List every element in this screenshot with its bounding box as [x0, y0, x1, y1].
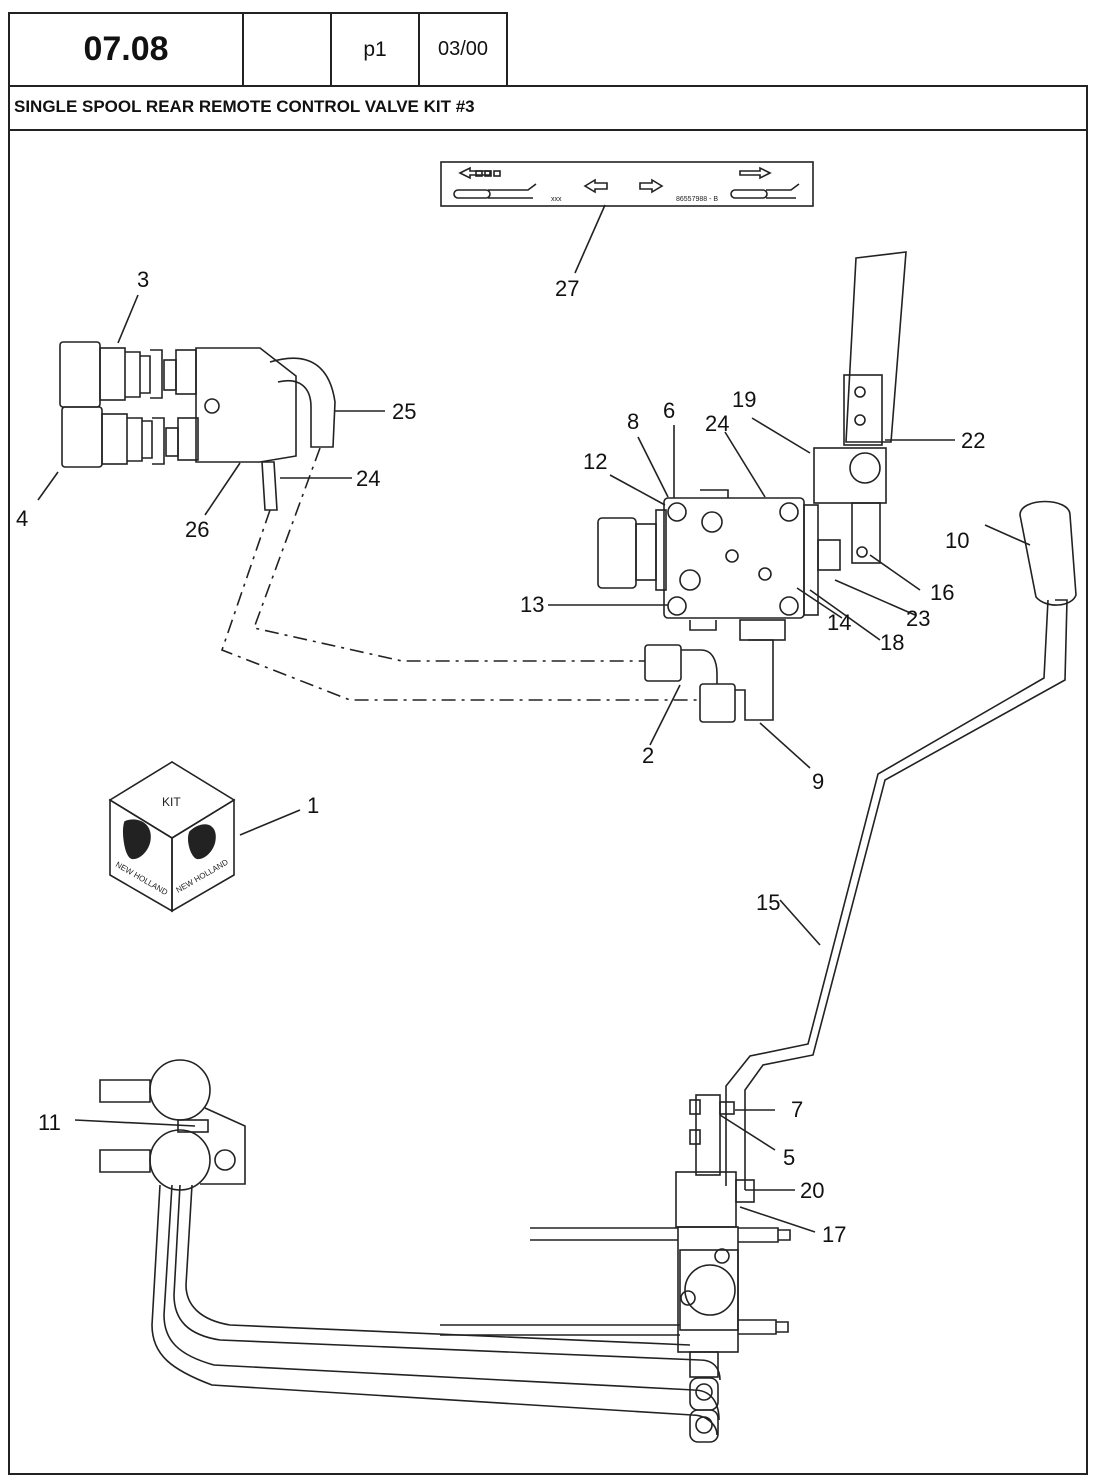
- callout-22: 22: [961, 428, 985, 453]
- callout-1: 1: [307, 793, 319, 818]
- callout-26: 26: [185, 517, 209, 542]
- coupler-assembly: [59, 341, 336, 511]
- handle-upper: [813, 251, 907, 564]
- callout-2: 2: [642, 743, 654, 768]
- callout-16: 16: [930, 580, 954, 605]
- lower-valve: [440, 1094, 791, 1378]
- callout-4: 4: [16, 506, 28, 531]
- decal-text-right: 86557988 - B: [676, 196, 718, 203]
- callout-27: 27: [555, 276, 579, 301]
- kit-box-right-text: NEW HOLLAND: [175, 857, 231, 894]
- leader-lines: [37, 204, 1031, 1233]
- callout-12: 12: [583, 449, 607, 474]
- callout-9: 9: [812, 769, 824, 794]
- diagram-title: SINGLE SPOOL REAR REMOTE CONTROL VALVE K…: [8, 85, 1088, 131]
- drawing-frame: [8, 85, 1088, 1475]
- decal-text-left: xxx: [551, 196, 562, 203]
- valve-body: [597, 489, 841, 619]
- callout-8: 8: [627, 409, 639, 434]
- callout-10: 10: [945, 528, 969, 553]
- callout-labels: 1 2 3 4 5 6 7 8 9 10 11 12 13 14 15 16 1…: [16, 267, 985, 1247]
- callout-14: 14: [827, 610, 851, 635]
- callout-7: 7: [791, 1097, 803, 1122]
- header-row: 07.08 p1 03/00: [8, 12, 508, 85]
- fittings: [644, 619, 786, 723]
- callout-20: 20: [800, 1178, 824, 1203]
- callout-24-valve: 24: [705, 411, 729, 436]
- kit-box-left-text: NEW HOLLAND: [114, 860, 170, 897]
- callout-13: 13: [520, 592, 544, 617]
- lower-couplers: [99, 1059, 246, 1191]
- control-rod: [725, 500, 1077, 1190]
- callout-23: 23: [906, 606, 930, 631]
- callout-15: 15: [756, 890, 780, 915]
- kit-box-1: KIT NEW HOLLAND NEW HOLLAND: [108, 761, 236, 913]
- callout-5: 5: [783, 1145, 795, 1170]
- callout-3: 3: [137, 267, 149, 292]
- callout-11: 11: [38, 1110, 61, 1135]
- callout-6: 6: [663, 398, 675, 423]
- callout-17: 17: [822, 1222, 846, 1247]
- callout-24-hose: 24: [356, 466, 380, 491]
- callout-25: 25: [392, 399, 416, 424]
- hose-lines: [220, 447, 700, 701]
- kit-box-top-text: KIT: [162, 795, 181, 809]
- tubes: [151, 1184, 721, 1443]
- section-number: 07.08: [8, 12, 244, 85]
- callout-18: 18: [880, 630, 904, 655]
- decal-27: xxx 86557988 - B: [440, 161, 814, 207]
- date-cell: 03/00: [418, 12, 508, 85]
- callout-19: 19: [732, 387, 756, 412]
